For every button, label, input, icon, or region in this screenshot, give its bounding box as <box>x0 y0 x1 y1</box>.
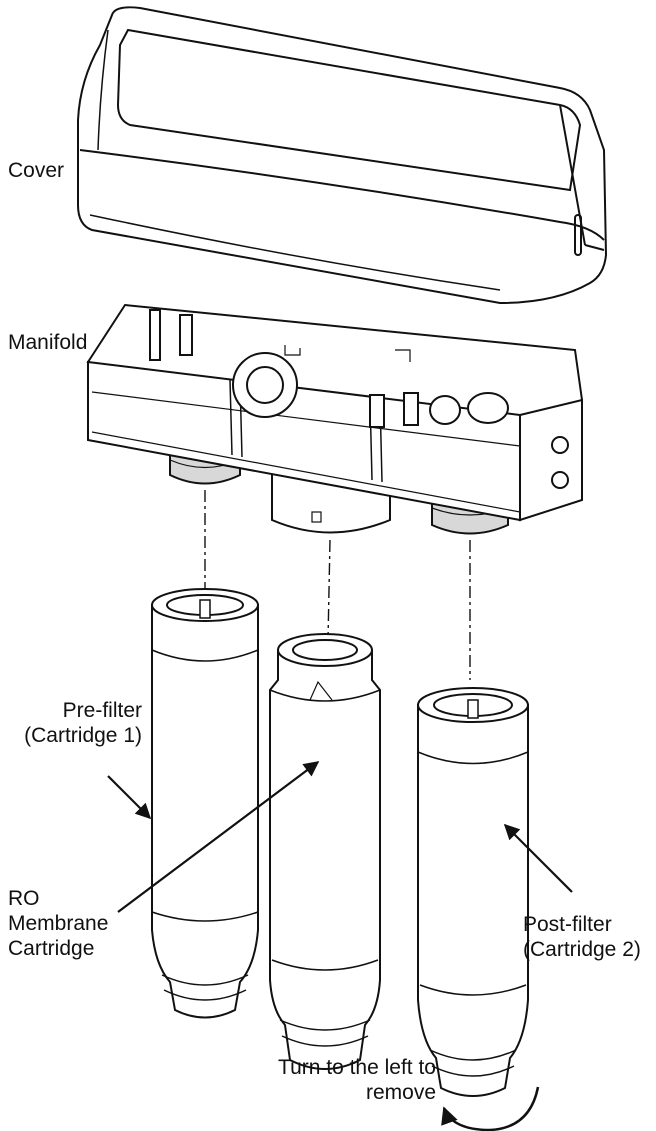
cover-drawing <box>77 6 608 305</box>
postfilter-label: Post-filter (Cartridge 2) <box>523 912 641 962</box>
leader-arrows <box>107 761 573 913</box>
prefilter-label: Pre-filter (Cartridge 1) <box>24 698 142 748</box>
prefilter-label-line-2: (Cartridge 1) <box>24 724 142 747</box>
prefilter-cartridge-drawing <box>151 588 259 1019</box>
ro-membrane-cartridge-drawing <box>269 633 381 1070</box>
ro-membrane-label-line-1: RO <box>8 887 40 910</box>
postfilter-label-line-2: (Cartridge 2) <box>523 938 641 961</box>
ro-membrane-label-line-2: Membrane <box>8 912 109 935</box>
alignment-lines <box>204 490 471 680</box>
turn-instruction-label: Turn to the left to remove <box>278 1055 436 1105</box>
turn-instruction-line-2: remove <box>365 1081 436 1104</box>
turn-instruction-line-1: Turn to the left to <box>278 1056 436 1079</box>
ro-membrane-label-line-3: Cartridge <box>8 937 95 960</box>
postfilter-cartridge-drawing <box>417 687 529 1097</box>
prefilter-label-line-1: Pre-filter <box>62 699 142 722</box>
manifold-drawing <box>86 303 584 535</box>
postfilter-label-line-1: Post-filter <box>523 913 612 936</box>
rotate-left-arrow-icon <box>441 1086 540 1131</box>
postfilter-leader-arrow <box>503 823 573 893</box>
prefilter-leader-arrow <box>107 775 152 820</box>
ro-membrane-leader-arrow <box>117 761 320 913</box>
manifold-label: Manifold <box>8 331 88 354</box>
ro-membrane-label: RO Membrane Cartridge <box>8 886 108 961</box>
cover-label: Cover <box>8 159 65 182</box>
